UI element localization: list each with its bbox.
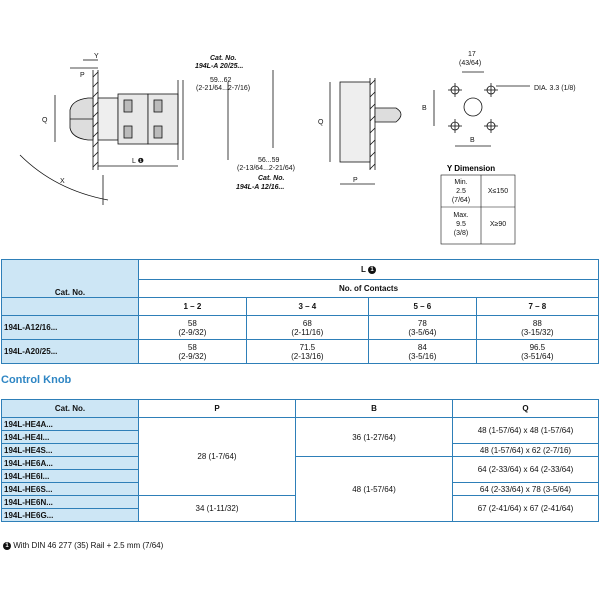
table-row: 194L-HE6A... 48 (1-57/64) 64 (2-33/64) x… <box>1 456 599 522</box>
knob-q-cell: 48 (1-57/64) x 48 (1-57/64) <box>452 417 599 444</box>
l-cell: 68(2-11/16) <box>245 315 369 340</box>
dim-56-59: 56...59 <box>258 157 280 164</box>
dia-label: DIA. 3.3 (1/8) <box>534 85 576 92</box>
table-row: 194L-HE4S... 48 (1-57/64) x 62 (2-7/16) <box>1 443 599 457</box>
col-header: 1 – 2 <box>138 297 247 316</box>
knob-q-cell: 67 (2-41/64) x 67 (2-41/64) <box>452 495 599 522</box>
dim-56-59-in: (2-13/64...2-21/64) <box>237 165 295 172</box>
catno-a-title: Cat. No. <box>210 55 237 62</box>
y-max-label-2: 9.5 <box>456 221 466 228</box>
dim-59-62-in: (2-21/64...2-7/16) <box>196 85 250 92</box>
cat-no-cell: 194L-A20/25... <box>1 339 139 364</box>
l-cell: 58(2-9/32) <box>138 339 247 364</box>
knob-cat-cell: 194L-HE6S... <box>1 482 139 496</box>
y-max-label-3: (3/8) <box>454 230 468 237</box>
control-knob-table: Cat. No. P B Q 194L-HE4A... 28 (1-7/64) … <box>1 399 599 522</box>
l-cell: 71.5(2-13/16) <box>245 339 369 364</box>
dim-y: Y <box>94 53 99 60</box>
y-max-label-1: Max. <box>453 212 468 219</box>
knob-p-header: P <box>138 399 296 418</box>
table-row: 194L-HE6I... <box>1 469 599 483</box>
contacts-header: No. of Contacts <box>138 279 599 298</box>
side-q: Q <box>318 119 324 126</box>
knob-b-cell: 48 (1-57/64) <box>295 456 453 522</box>
knob-q-header: Q <box>452 399 599 418</box>
knob-b-cell: 36 (1-27/64) <box>295 417 453 457</box>
y-dimension-table: Y Dimension Min. 2.5 (7/64) X≤150 Max. 9… <box>440 164 516 245</box>
l-cell: 96.5(3-51/64) <box>475 339 600 364</box>
catno-a-value: 194L-A 20/25... <box>195 63 243 70</box>
knob-b-header: B <box>295 399 453 418</box>
footnote-text: With DIN 46 277 (35) Rail + 2.5 mm (7/64… <box>13 541 164 550</box>
cat-no-cell: 194L-A12/16... <box>1 315 139 340</box>
y-max-value: X≥90 <box>490 221 506 228</box>
dim-p: P <box>80 72 85 79</box>
l-dimension-table: Cat. No. L 1 No. of Contacts 1 – 2 3 – 4… <box>1 259 600 364</box>
dim-59-62: 59...62 <box>210 77 232 84</box>
dim-l: L ❶ <box>132 157 144 165</box>
footnote-marker: 1 <box>3 541 11 550</box>
dim-17: 17 <box>468 51 476 58</box>
cat-no-header: Cat. No. <box>1 259 139 298</box>
knob-q-cell: 64 (2-33/64) x 64 (2-33/64) <box>452 456 599 483</box>
knob-cat-cell: 194L-HE6G... <box>1 508 139 522</box>
table-row: 194L-A12/16... 58(2-9/32) 68(2-11/16) 78… <box>1 315 600 340</box>
col-header: 5 – 6 <box>367 297 477 316</box>
y-min-value: X≤150 <box>488 188 508 195</box>
knob-cat-cell: 194L-HE6A... <box>1 456 139 470</box>
y-min-label-3: (7/64) <box>452 197 470 204</box>
l-cell: 58(2-9/32) <box>138 315 247 340</box>
knob-cat-cell: 194L-HE4A... <box>1 417 139 431</box>
l-cell: 78(3-5/64) <box>367 315 477 340</box>
dim-b-horizontal: B <box>470 137 475 144</box>
col-header: 7 – 8 <box>475 297 600 316</box>
dim-17-in: (43/64) <box>459 60 481 67</box>
cat-no-spacer <box>1 297 139 316</box>
y-min-label-2: 2.5 <box>456 188 466 195</box>
section-heading: Control Knob <box>1 374 72 386</box>
l-cell: 88(3-15/32) <box>475 315 600 340</box>
dim-q: Q <box>42 117 48 124</box>
catno-b-value: 194L-A 12/16... <box>236 184 284 191</box>
table-row: 194L-HE6N... 34 (1-11/32) 67 (2-41/64) x… <box>1 495 599 522</box>
knob-q-cell: 64 (2-33/64) x 78 (3-5/64) <box>452 482 599 496</box>
table-row: 194L-A20/25... 58(2-9/32) 71.5(2-13/16) … <box>1 339 600 364</box>
dim-x: X <box>60 178 65 185</box>
y-min-label-1: Min. <box>454 179 467 186</box>
footnote: 1 With DIN 46 277 (35) Rail + 2.5 mm (7/… <box>3 541 163 550</box>
knob-q-cell: 48 (1-57/64) x 62 (2-7/16) <box>452 443 599 457</box>
knob-p-cell: 34 (1-11/32) <box>138 495 296 522</box>
l-header: L 1 <box>138 259 599 280</box>
l-cell: 84(3-5/16) <box>367 339 477 364</box>
technical-drawing: Y P Q X L ❶ Cat. No. 194L-A 20/25... 59.… <box>19 51 576 245</box>
y-dimension-title: Y Dimension <box>447 164 495 173</box>
knob-cat-cell: 194L-HE4I... <box>1 430 139 444</box>
knob-cat-cell: 194L-HE6N... <box>1 495 139 509</box>
knob-cat-header: Cat. No. <box>1 399 139 418</box>
knob-p-cell: 28 (1-7/64) <box>138 417 296 496</box>
table-row: 194L-HE6G... <box>1 508 599 522</box>
catno-b-title: Cat. No. <box>258 175 285 182</box>
col-header: 3 – 4 <box>245 297 369 316</box>
knob-cat-cell: 194L-HE4S... <box>1 443 139 457</box>
knob-cat-cell: 194L-HE6I... <box>1 469 139 483</box>
dim-b-vertical: B <box>422 105 427 112</box>
side-p: P <box>353 177 358 184</box>
table-row: 194L-HE4A... 28 (1-7/64) 36 (1-27/64) 48… <box>1 417 599 496</box>
